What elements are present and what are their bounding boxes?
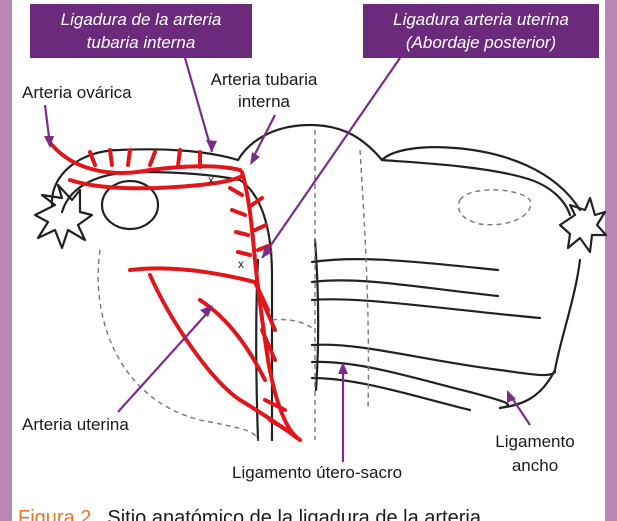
callout-uterine-line1: Ligadura arteria uterina [393,10,569,29]
caption-figure-number: Figura 2. [18,507,97,521]
left-fimbria [35,185,92,248]
pointer-tubal-ligation [185,58,212,152]
label-broad-ligament-line2: ancho [512,456,558,475]
arteries [48,140,300,440]
pointer-uterine-artery [118,310,210,412]
callout-tubal-ligation: Ligadura de la arteria tubaria interna [30,4,252,58]
label-uterine-artery: Arteria uterina [22,415,129,434]
suture-mark-tubal: x [208,173,214,187]
callout-uterine-line2: (Abordaje posterior) [406,33,556,52]
label-tubal-artery-line1: Arteria tubaria [211,70,318,89]
pointer-tubal-artery [252,115,275,160]
callout-uterine-ligation: Ligadura arteria uterina (Abordaje poste… [363,4,599,58]
label-broad-ligament-line1: Ligamento [495,432,574,451]
callout-tubal-line1: Ligadura de la arteria [61,10,222,29]
label-uterosacral-ligament: Ligamento útero-sacro [232,463,402,482]
figure-caption: Figura 2. Sitio anatómico de la ligadura… [18,507,482,521]
pointers [44,58,530,462]
callout-tubal-line2: tubaria interna [87,33,196,52]
pointer-tubal-artery-head [250,152,260,165]
caption-text: Sitio anatómico de la ligadura de la art… [107,507,481,521]
label-tubal-artery-line2: interna [238,92,291,111]
pointer-tubal-ligation-head [206,140,217,152]
dashed-contours [98,130,530,440]
suture-mark-uterine: x [238,257,244,271]
label-ovarian-artery: Arteria ovárica [22,83,132,102]
